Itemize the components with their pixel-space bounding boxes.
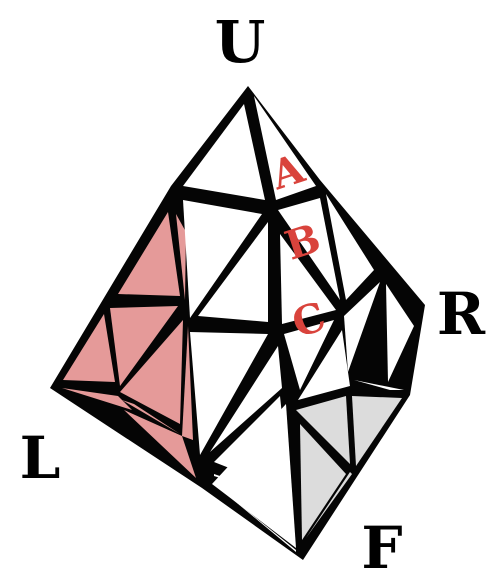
label-right: R <box>437 280 486 348</box>
label-front: F <box>361 514 402 577</box>
right-face-sticker <box>352 396 402 466</box>
label-left: L <box>20 424 61 492</box>
label-up: U <box>215 8 266 76</box>
pyraminx-puzzle: A B C <box>50 86 425 560</box>
